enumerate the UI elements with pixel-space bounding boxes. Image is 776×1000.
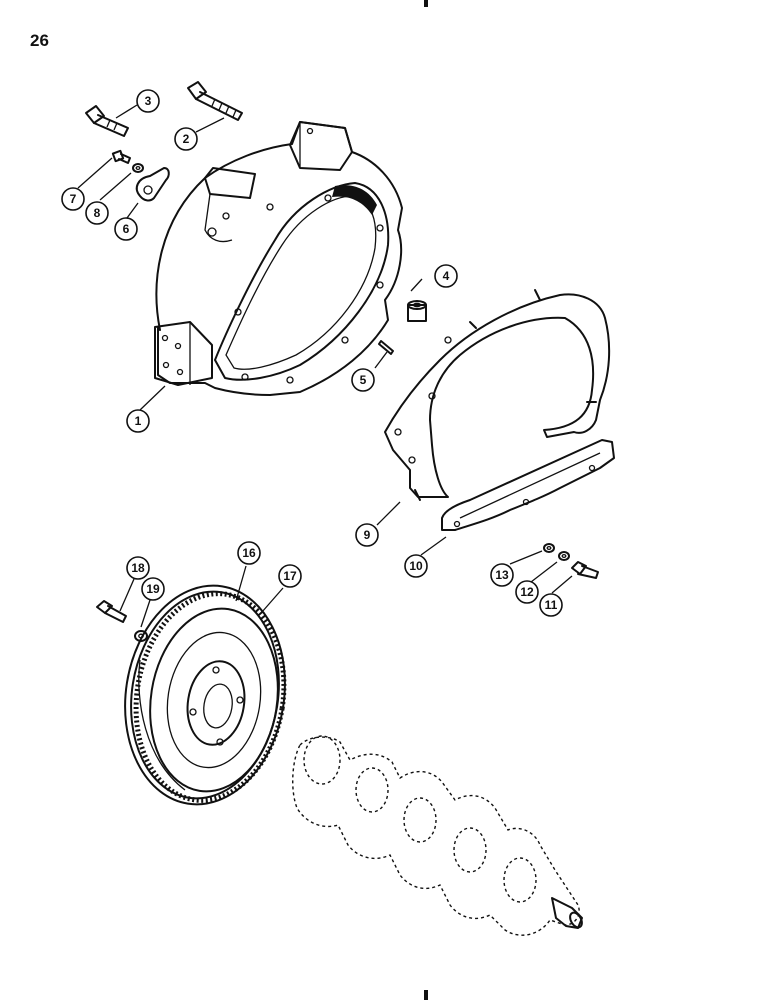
callout-2[interactable]: 2 [174, 127, 198, 151]
registration-mark-top [424, 0, 428, 7]
callout-11-label: 11 [545, 598, 558, 612]
callout-7[interactable]: 7 [61, 187, 85, 211]
callout-10-label: 10 [409, 559, 423, 573]
flywheel-housing [154, 121, 403, 396]
registration-mark-bottom [424, 990, 428, 1000]
callout-18[interactable]: 18 [126, 556, 150, 580]
ring-gear [124, 584, 287, 806]
callout-3[interactable]: 3 [136, 89, 160, 113]
callout-5-label: 5 [360, 373, 367, 387]
callout-19[interactable]: 19 [141, 577, 165, 601]
callout-13-label: 13 [495, 568, 509, 582]
callout-5[interactable]: 5 [351, 368, 375, 392]
lock-washer [558, 551, 570, 561]
dowel-pin [378, 340, 394, 355]
callout-11[interactable]: 11 [539, 593, 563, 617]
callout-2-label: 2 [183, 132, 190, 146]
callout-6-label: 6 [123, 222, 130, 236]
callout-3-label: 3 [145, 94, 152, 108]
callout-19-label: 19 [146, 582, 160, 596]
bolt-short [85, 105, 129, 137]
flywheel-washer [134, 630, 148, 642]
washer-small [543, 543, 555, 553]
callout-1-label: 1 [135, 414, 142, 428]
screw [111, 149, 131, 164]
callout-9[interactable]: 9 [355, 523, 379, 547]
callout-8[interactable]: 8 [85, 201, 109, 225]
callout-6[interactable]: 6 [114, 217, 138, 241]
flywheel [130, 590, 280, 800]
dowel-sleeve [407, 300, 427, 322]
callout-18-label: 18 [131, 561, 145, 575]
callout-12[interactable]: 12 [515, 580, 539, 604]
washer [132, 163, 144, 173]
callout-4[interactable]: 4 [434, 264, 458, 288]
callout-16-label: 16 [242, 546, 256, 560]
callout-10[interactable]: 10 [404, 554, 428, 578]
callout-8-label: 8 [94, 206, 101, 220]
flywheel-bolt [96, 600, 127, 623]
callout-4-label: 4 [443, 269, 450, 283]
callout-12-label: 12 [520, 585, 534, 599]
callout-17[interactable]: 17 [278, 564, 302, 588]
callout-1[interactable]: 1 [126, 409, 150, 433]
callout-17-label: 17 [283, 569, 297, 583]
leader-lines [77, 104, 573, 628]
callout-7-label: 7 [70, 192, 77, 206]
shield-upper [384, 289, 611, 501]
bolt [571, 561, 599, 579]
callout-13[interactable]: 13 [490, 563, 514, 587]
callout-16[interactable]: 16 [237, 541, 261, 565]
page-number: 26 [30, 31, 49, 50]
bolt-long [187, 81, 243, 121]
shield-lower [441, 439, 615, 531]
callout-9-label: 9 [364, 528, 371, 542]
lifting-plate [135, 167, 170, 202]
crankshaft-phantom [292, 735, 583, 936]
